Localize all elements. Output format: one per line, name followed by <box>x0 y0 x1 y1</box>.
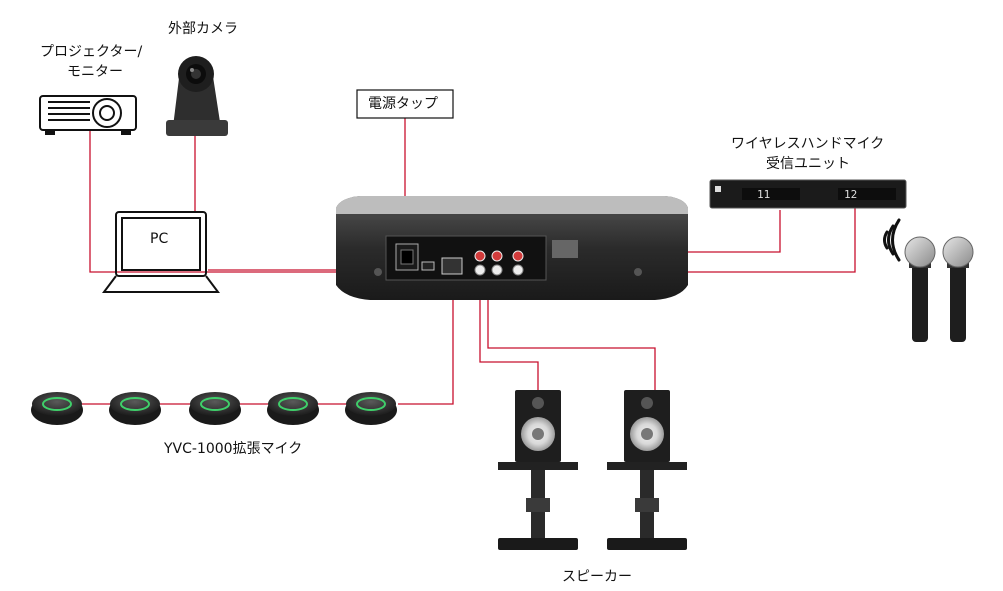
handheld-mic-1 <box>904 236 936 342</box>
cables <box>82 118 856 405</box>
laptop-icon <box>102 211 220 293</box>
expansion-mics <box>31 392 397 425</box>
projector-icon <box>39 95 137 135</box>
expansion-mic-4 <box>267 392 319 425</box>
camera-icon <box>166 56 228 136</box>
cable-projector <box>89 130 420 273</box>
label-power-strip: 電源タップ <box>368 96 438 112</box>
speaker-left <box>498 390 578 550</box>
rca-jacks <box>474 250 524 276</box>
label-speakers: スピーカー <box>562 569 632 585</box>
cable-expansion <box>398 272 454 405</box>
label-projector-line2: モニター <box>67 64 123 80</box>
label-camera: 外部カメラ <box>168 21 238 37</box>
cable-speaker-left <box>479 272 539 390</box>
expansion-mic-5 <box>345 392 397 425</box>
wireless-receiver <box>709 179 907 209</box>
usb-port-icon <box>421 261 435 271</box>
handheld-mic-2 <box>942 236 974 342</box>
receiver-display-1: 11 <box>757 188 770 201</box>
label-pc: PC <box>150 231 169 247</box>
wireless-signal-icon <box>883 218 901 262</box>
conference-unit <box>336 196 688 300</box>
label-expansion-mics: YVC-1000拡張マイク <box>164 441 303 457</box>
power-strip-box <box>356 89 454 119</box>
expansion-mic-2 <box>109 392 161 425</box>
receiver-display-2: 12 <box>844 188 857 201</box>
label-wireless-line1: ワイヤレスハンドマイク <box>731 136 885 152</box>
label-wireless-line2: 受信ユニット <box>766 156 850 172</box>
label-projector-line1: プロジェクター/ <box>40 44 143 60</box>
cable-speaker-right <box>487 272 656 390</box>
mic-port-icon <box>441 257 463 275</box>
expansion-mic-3 <box>189 392 241 425</box>
speaker-right <box>607 390 687 550</box>
expansion-mic-1 <box>31 392 83 425</box>
